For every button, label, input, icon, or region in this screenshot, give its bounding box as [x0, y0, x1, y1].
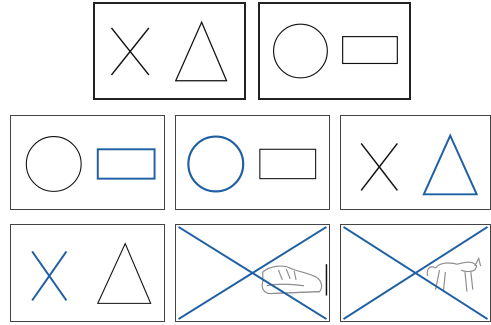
option-circle-blue-rectangle[interactable] — [10, 115, 165, 210]
cross-out-icon — [344, 227, 488, 319]
rectangle-icon — [343, 37, 398, 64]
option-blue-cross-triangle[interactable] — [10, 224, 165, 322]
option-cross-blue-triangle-figure — [341, 116, 490, 209]
option-circle-blue-rectangle-figure — [11, 116, 164, 209]
option-cat-crossed-out-figure — [341, 225, 490, 321]
option-shoe-crossed-out[interactable] — [175, 224, 330, 322]
triangle-icon — [98, 244, 151, 304]
cross-icon — [32, 251, 66, 300]
rectangle-icon — [98, 149, 155, 178]
card-cross-triangle-figure — [95, 4, 244, 98]
option-shoe-crossed-out-figure — [176, 225, 329, 321]
circle-icon — [26, 137, 81, 192]
option-blue-cross-triangle-figure — [11, 225, 164, 321]
shoe-icon — [262, 266, 321, 294]
option-blue-circle-rectangle[interactable] — [175, 115, 330, 210]
circle-icon — [274, 24, 328, 78]
card-cross-triangle[interactable] — [93, 2, 246, 100]
cross-icon — [111, 28, 148, 75]
card-circle-rectangle-figure — [260, 4, 409, 98]
triangle-icon — [176, 22, 227, 81]
cross-icon — [361, 143, 397, 190]
triangle-icon — [424, 136, 477, 195]
rectangle-icon — [260, 149, 316, 178]
option-blue-circle-rectangle-figure — [176, 116, 329, 209]
option-cat-crossed-out[interactable] — [340, 224, 491, 322]
circle-icon — [188, 137, 243, 192]
card-circle-rectangle[interactable] — [258, 2, 411, 100]
option-cross-blue-triangle[interactable] — [340, 115, 491, 210]
